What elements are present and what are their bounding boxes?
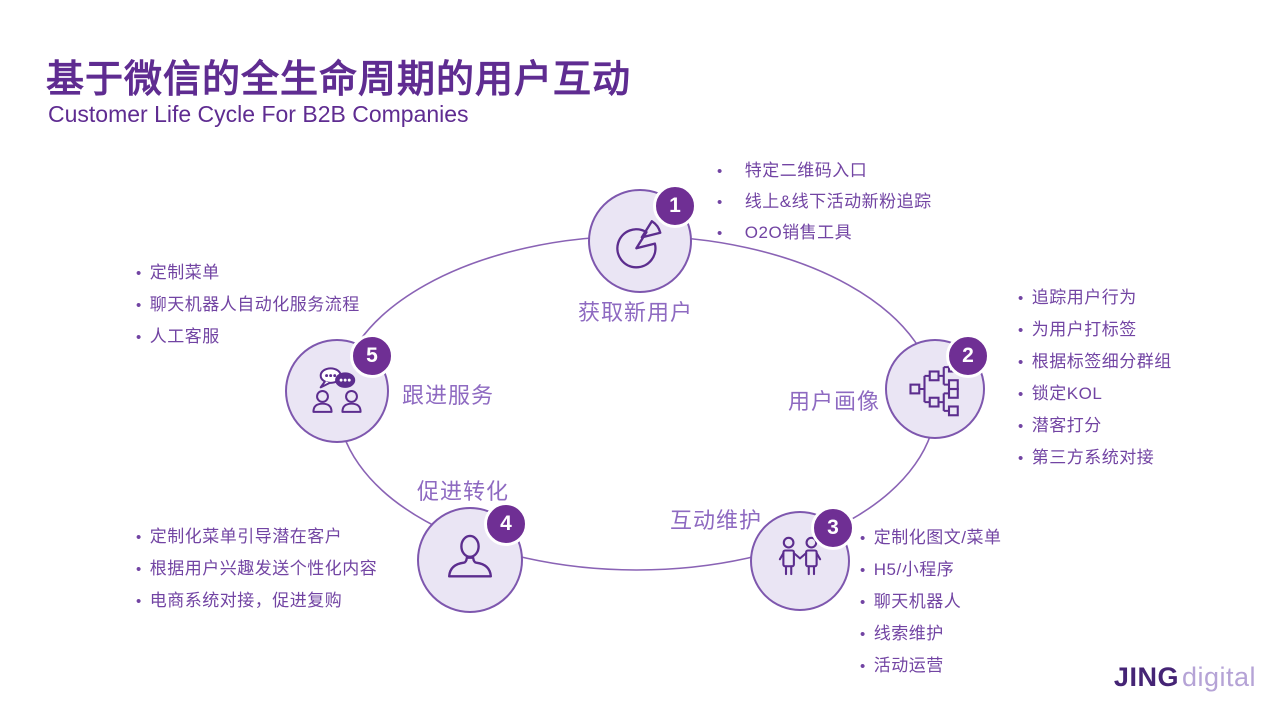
bullet-item: H5/小程序 [860,554,1002,586]
node-label-conversion: 促进转化 [417,479,510,504]
bullet-list-conversion: 定制化菜单引导潜在客户 根据用户兴趣发送个性化内容 电商系统对接，促进复购 [136,521,377,617]
node-label-engagement: 互动维护 [670,508,763,533]
bullet-item: 定制化图文/菜单 [860,522,1002,554]
bullet-item: 定制菜单 [136,257,360,289]
node-acquire-users: 1 [588,184,697,293]
bullet-item: 锁定KOL [1018,378,1172,410]
bullet-list-follow-up-service: 定制菜单 聊天机器人自动化服务流程 人工客服 [136,257,360,353]
bullet-item: 电商系统对接，促进复购 [136,585,377,617]
step-badge-4: 4 [484,502,528,546]
node-label-acquire-users: 获取新用户 [578,300,694,325]
node-conversion: 4 [417,502,528,613]
bullet-list-engagement: 定制化图文/菜单 H5/小程序 聊天机器人 线索维护 活动运营 [860,522,1002,682]
person-icon [447,534,493,578]
bullet-list-acquire-users: 特定二维码入口 线上&线下活动新粉追踪 O2O销售工具 [717,156,932,249]
page-title: 基于微信的全生命周期的用户互动 [46,59,632,101]
node-label-user-profile: 用户画像 [788,389,881,414]
bullet-item: 线索维护 [860,618,1002,650]
bullet-item: 第三方系统对接 [1018,442,1172,474]
bullet-item: 人工客服 [136,321,360,353]
brand-logo-jing: JING [1113,662,1179,692]
bullet-list-user-profile: 追踪用户行为 为用户打标签 根据标签细分群组 锁定KOL 潜客打分 第三方系统对… [1018,282,1172,474]
bullet-item: 根据标签细分群组 [1018,346,1172,378]
bullet-item: 根据用户兴趣发送个性化内容 [136,553,377,585]
node-label-follow-up-service: 跟进服务 [402,383,495,408]
bullet-item: 定制化菜单引导潜在客户 [136,521,377,553]
bullet-item: 线上&线下活动新粉追踪 [717,187,932,218]
bullet-item: 追踪用户行为 [1018,282,1172,314]
node-engagement: 3 [750,506,855,611]
bullet-item: 聊天机器人 [860,586,1002,618]
step-badge-3: 3 [811,506,855,550]
node-user-profile: 2 [885,334,990,439]
bullet-item: 为用户打标签 [1018,314,1172,346]
page-subtitle: Customer Life Cycle For B2B Companies [48,101,469,127]
step-badge-1: 1 [653,184,697,228]
bullet-item: 聊天机器人自动化服务流程 [136,289,360,321]
node-follow-up-service: 5 [285,334,394,443]
bullet-item: O2O销售工具 [717,218,932,249]
bullet-item: 活动运营 [860,650,1002,682]
pie-chart-icon [616,220,662,269]
bullet-item: 潜客打分 [1018,410,1172,442]
bullet-item: 特定二维码入口 [717,156,932,187]
chat-people-icon [312,367,362,413]
brand-logo-digital: digital [1181,662,1256,692]
step-badge-2: 2 [946,334,990,378]
